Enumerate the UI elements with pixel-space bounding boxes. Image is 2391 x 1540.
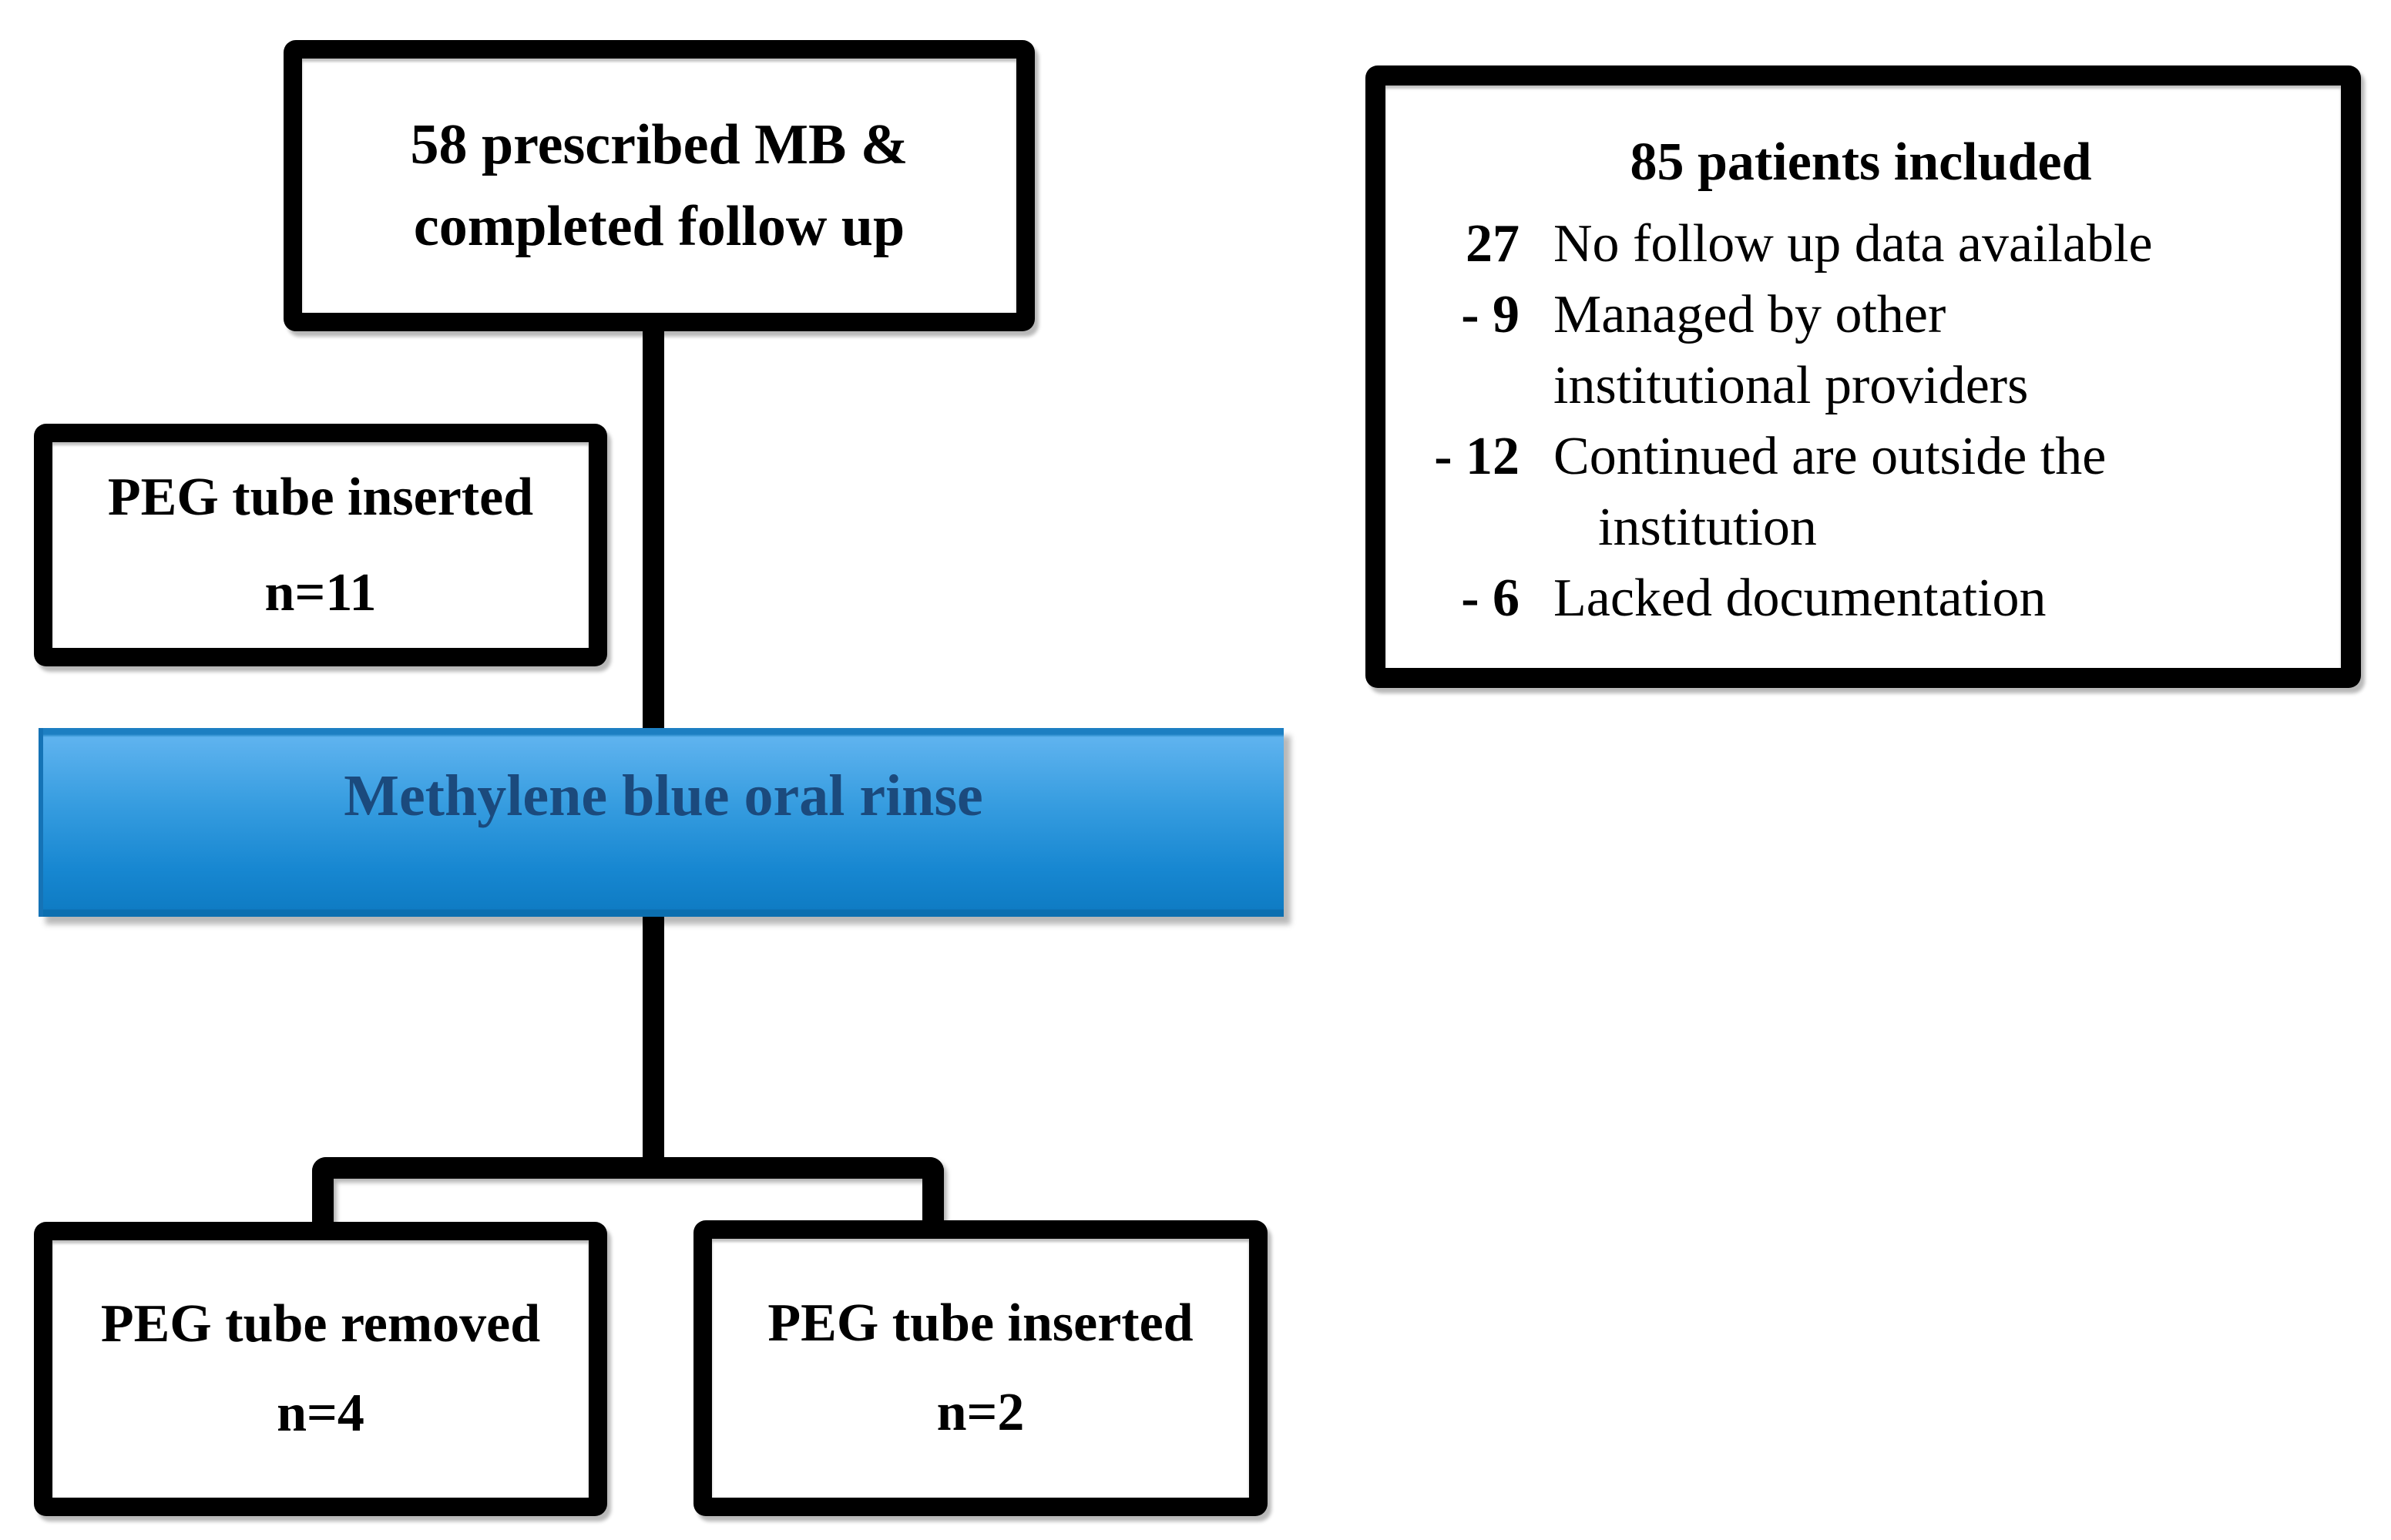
peg11-count: n=11 (264, 562, 377, 622)
peg-removed-label: PEG tube removed (100, 1294, 541, 1354)
peg-inserted-label: PEG tube inserted (767, 1293, 1194, 1353)
exclusion-row: institutional providers (1404, 351, 2318, 421)
exclusion-count: - 9 (1461, 285, 1520, 344)
exclusion-count (1404, 351, 1520, 421)
banner-label: Methylene blue oral rinse (344, 763, 983, 828)
exclusion-count (1404, 492, 1520, 563)
box-prescribed-mb-line1: 58 prescribed MB & (410, 113, 908, 176)
patients-included-title: 85 patients included (1630, 133, 2092, 192)
peg11-label: PEG tube inserted (107, 467, 534, 527)
box-peg-tube-inserted-n2: PEG tube inserted n=2 (693, 1220, 1268, 1516)
exclusion-reason: Lacked documentation (1553, 569, 2047, 628)
exclusion-row: - 6 Lacked documentation (1404, 563, 2318, 634)
exclusion-row: 27 No follow up data available (1404, 209, 2318, 280)
exclusion-count: - 12 (1434, 427, 1520, 486)
exclusion-row: - 9 Managed by other (1404, 280, 2318, 351)
exclusion-row: - 12 Continued are outside the (1404, 421, 2318, 492)
box-prescribed-mb-line2: completed follow up (413, 195, 905, 258)
box-peg-tube-removed-n4: PEG tube removed n=4 (34, 1222, 607, 1516)
exclusion-reason-wrap: institution (1598, 498, 1817, 557)
exclusion-reason-wrap: institutional providers (1553, 356, 2029, 415)
exclusion-reason: No follow up data available (1553, 214, 2153, 273)
exclusion-reason: Managed by other (1553, 285, 1946, 344)
peg-removed-count: n=4 (277, 1384, 364, 1443)
exclusion-list: 27 No follow up data available - 9 Manag… (1404, 209, 2318, 634)
box-patients-included: 85 patients included 27 No follow up dat… (1365, 65, 2361, 688)
exclusion-count: 27 (1466, 214, 1520, 273)
connector-branch-bracket (312, 1157, 944, 1234)
exclusion-reason: Continued are outside the (1553, 427, 2107, 486)
peg-inserted-count: n=2 (936, 1383, 1025, 1442)
exclusion-count: - 6 (1461, 569, 1520, 628)
box-peg-tube-inserted-n11: PEG tube inserted n=11 (34, 424, 607, 666)
banner-methylene-blue-oral-rinse: Methylene blue oral rinse (39, 728, 1284, 917)
exclusion-row: institution (1404, 492, 2318, 563)
box-prescribed-mb: 58 prescribed MB & completed follow up (284, 40, 1035, 331)
